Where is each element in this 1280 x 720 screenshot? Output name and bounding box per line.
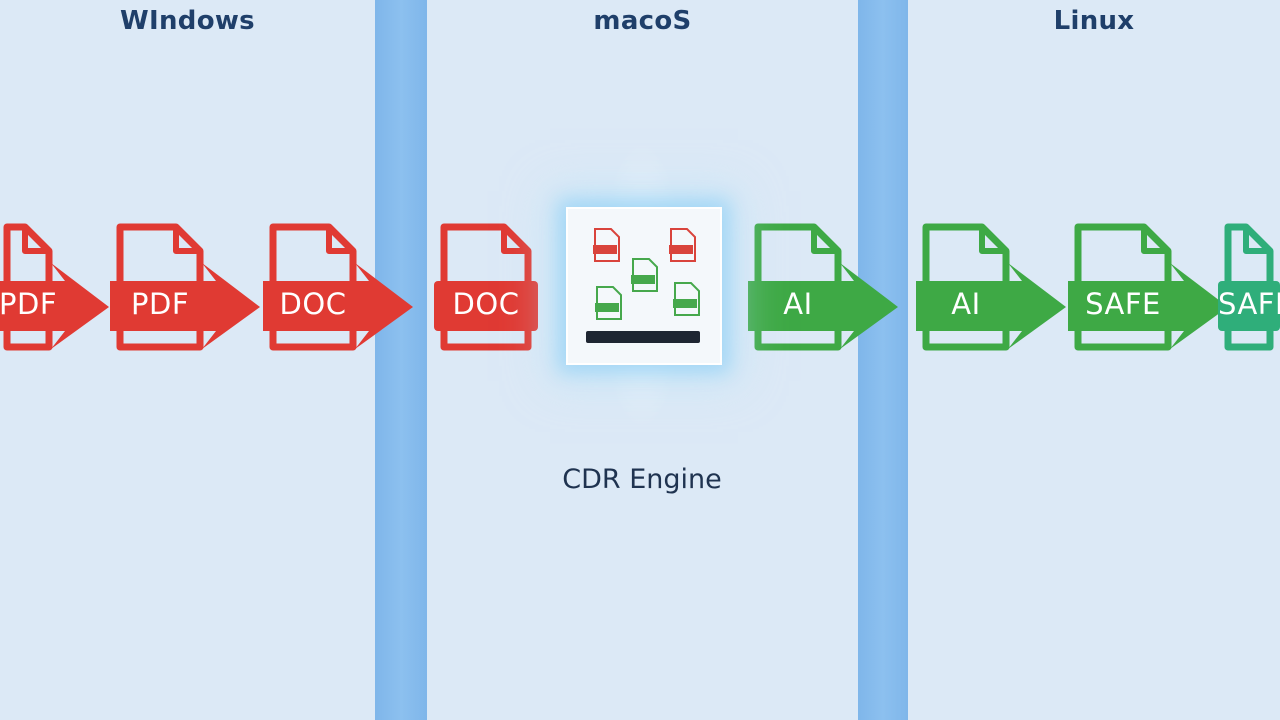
file-label: SAFE [1218,287,1280,321]
mini-file-icon [595,286,622,320]
file-icon-safe-1: SAFE [1068,223,1230,351]
panel-title-windows: WIndows [120,6,255,36]
mini-file-icon [593,228,620,262]
divider-left [375,0,427,720]
file-label: DOC [279,287,347,321]
cdr-engine-box [566,207,722,365]
mini-file-icon [669,228,696,262]
file-label: AI [951,287,981,321]
file-icon-ai-2: AI [916,223,1068,351]
file-label: DOC [452,287,520,321]
file-icon-ai-1: AI [748,223,900,351]
file-icon-pdf-1: PDF [0,223,111,351]
file-icon-pdf-2: PDF [110,223,262,351]
panel-title-macos: macoS [593,6,692,36]
engine-status-bar [586,331,700,343]
file-icon-doc-1: DOC [263,223,415,351]
file-icon-safe-2: SAFE [1218,223,1280,351]
cdr-engine-label: CDR Engine [562,464,722,495]
file-label: PDF [131,287,189,321]
divider-right [858,0,908,720]
file-label: SAFE [1085,287,1161,321]
panel-title-linux: Linux [1053,6,1135,36]
mini-file-icon [673,282,700,316]
file-label: AI [783,287,813,321]
panel-windows: WIndows [0,0,375,720]
file-label: PDF [0,287,57,321]
mini-file-icon [631,258,658,292]
panel-linux: Linux [908,0,1280,720]
file-icon-doc-2: DOC [434,223,538,351]
